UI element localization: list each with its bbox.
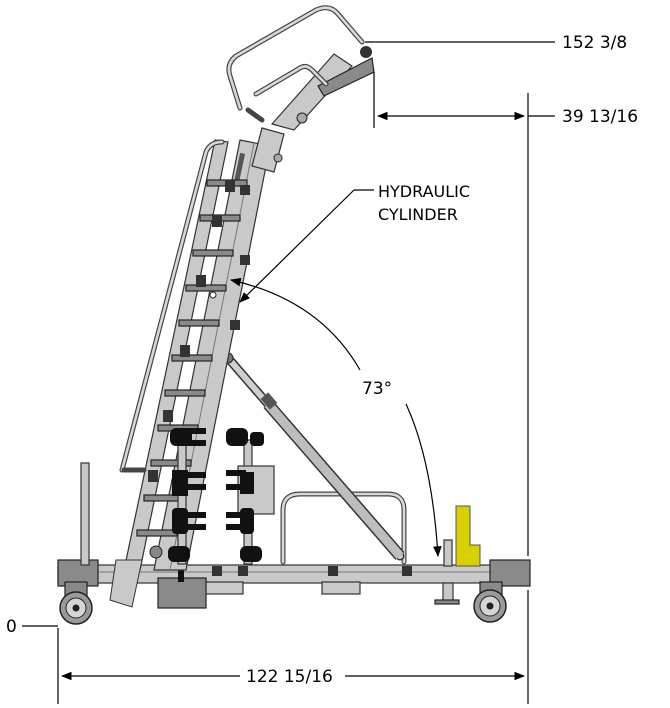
dimension-overhang: 39 13/16 — [373, 72, 638, 556]
dimension-overall-length: 122 15/16 — [57, 590, 529, 704]
leveling-foot — [434, 539, 460, 605]
upper-extension — [251, 53, 375, 173]
top-handrail — [226, 5, 372, 123]
dim-base-zero-text: 0 — [6, 617, 17, 637]
dim-overhang-text: 39 13/16 — [562, 107, 638, 127]
left-caster-wheel — [59, 581, 93, 625]
dim-overall-length-text: 122 15/16 — [246, 667, 333, 687]
callout-hydraulic-line1: HYDRAULIC — [378, 182, 470, 201]
hydraulic-cylinder-callout: HYDRAULIC CYLINDER — [239, 182, 470, 303]
stand-supports — [168, 428, 275, 565]
rear-handrail — [280, 491, 407, 565]
base-chassis — [57, 559, 531, 609]
dim-top-height-text: 152 3/8 — [562, 33, 627, 53]
callout-angle-text: 73° — [362, 379, 392, 399]
dimension-base-zero: 0 — [6, 617, 58, 637]
right-caster-wheel — [473, 581, 507, 623]
callout-hydraulic-line2: CYLINDER — [378, 205, 458, 224]
angle-callout: 73° — [229, 277, 442, 558]
dimension-top-height: 152 3/8 — [365, 33, 627, 53]
left-post — [80, 462, 90, 566]
yellow-stabilizer — [455, 505, 481, 567]
hydraulic-cylinder — [222, 352, 405, 561]
